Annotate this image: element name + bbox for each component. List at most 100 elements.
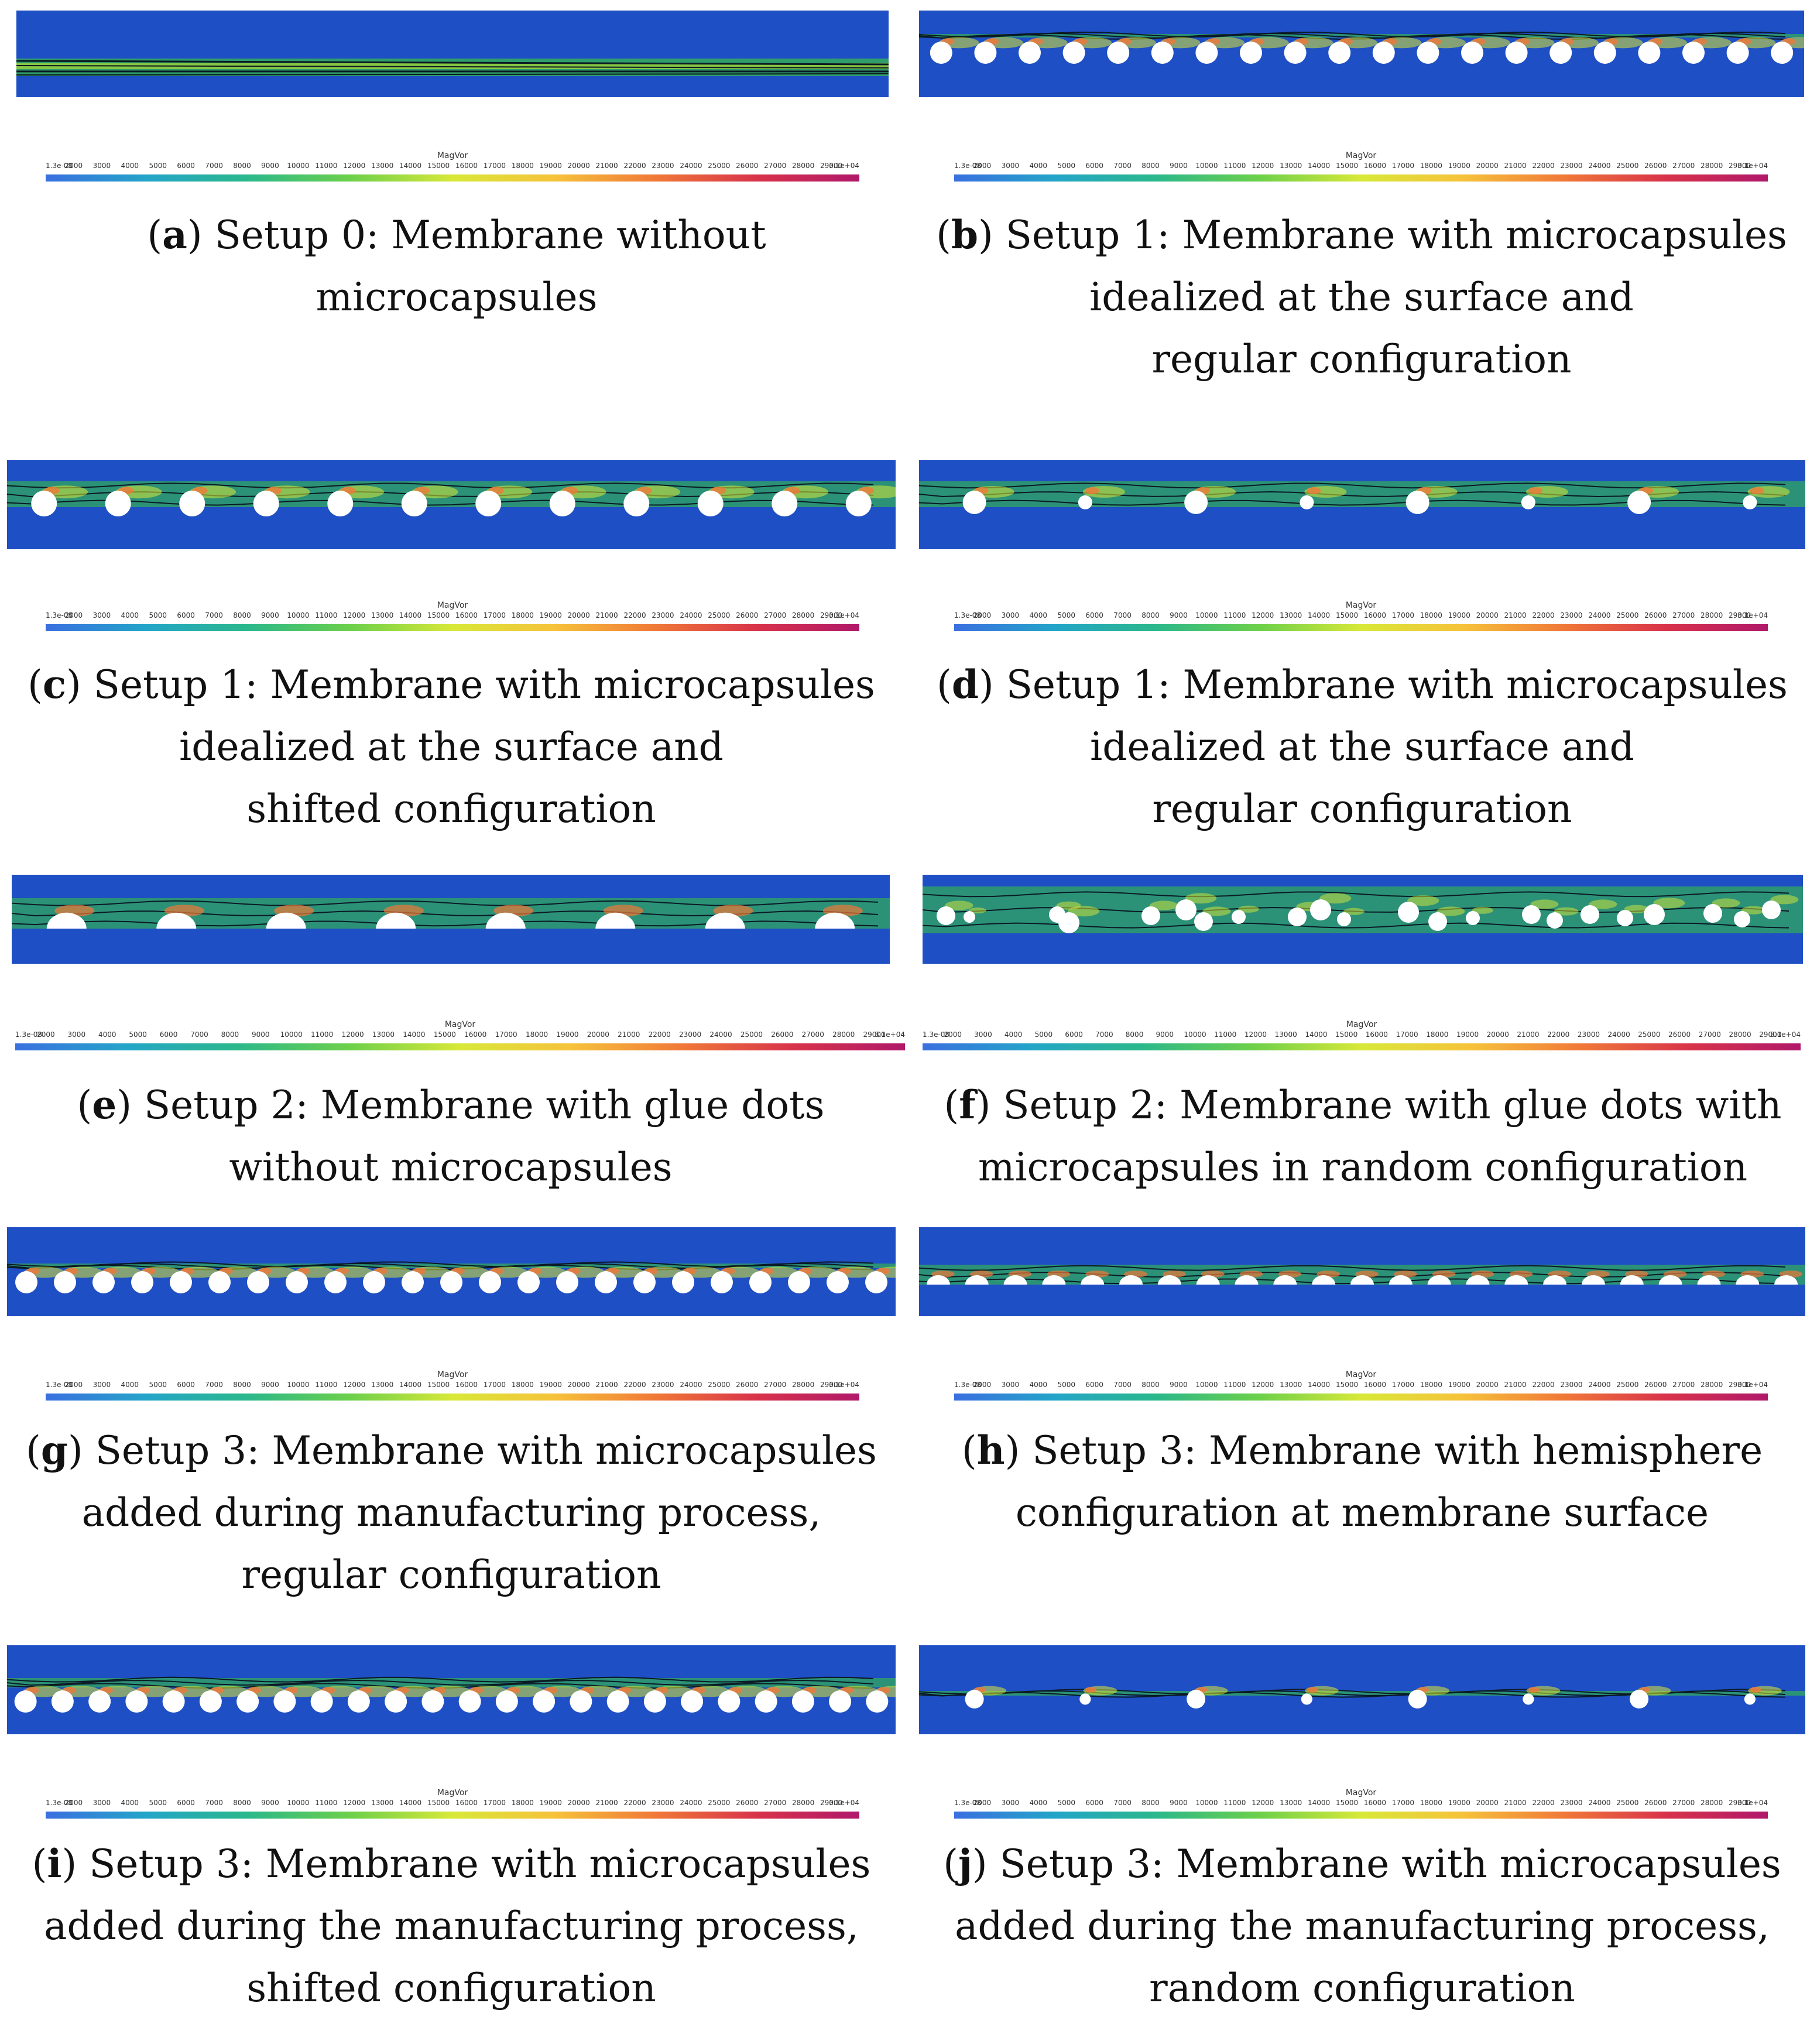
microcapsule — [974, 42, 997, 64]
microcapsule — [1771, 42, 1794, 64]
microcapsule — [131, 1271, 153, 1293]
colorbar-tick-label: 26000 — [1644, 1381, 1667, 1389]
flow-band — [919, 1691, 1805, 1696]
caption-line: (g) Setup 3: Membrane with microcapsules — [26, 1427, 877, 1473]
caption-h: (h) Setup 3: Membrane with hemisphere co… — [919, 1419, 1805, 1544]
colorbar-tick-label: 27000 — [1672, 162, 1695, 170]
colorbar-tick-label: 16000 — [455, 162, 478, 170]
caption-line: added during the manufacturing process, — [955, 1903, 1770, 1949]
colorbar-tick-label: 25000 — [740, 1030, 763, 1039]
colorbar-tick-label: 1.3e-08 — [46, 1381, 73, 1389]
colorbar-tick-label: 18000 — [1420, 611, 1442, 619]
colorbar-tick-label: 9000 — [1156, 1030, 1174, 1039]
colorbar-tick-label: 6000 — [177, 611, 195, 619]
microcapsule — [845, 491, 872, 516]
microcapsule — [286, 1271, 308, 1293]
microcapsule — [711, 1271, 733, 1293]
microcapsule — [1337, 912, 1351, 926]
colorbar-tick-label: 4000 — [1029, 1799, 1048, 1807]
colorbar-tick-label: 19000 — [539, 611, 562, 619]
caption-line: configuration at membrane surface — [1015, 1490, 1709, 1535]
microcapsule — [962, 491, 986, 514]
microcapsule — [1184, 491, 1208, 514]
colorbar-gradient — [46, 1812, 859, 1819]
colorbar-tick-label: 14000 — [403, 1030, 426, 1039]
colorbar-tick-label: 19000 — [539, 1381, 562, 1389]
microcapsule — [937, 906, 955, 925]
colorbar-tick-label: 11000 — [315, 611, 338, 619]
caption-line: idealized at the surface and — [179, 724, 724, 769]
microcapsule — [1195, 42, 1218, 64]
colorbar-tick-label: 22000 — [623, 1381, 646, 1389]
colorbar-tick-label: 5000 — [149, 611, 167, 619]
colorbar-tick-label: 23000 — [652, 1381, 674, 1389]
colorbar-tick-label: 13000 — [1274, 1030, 1297, 1039]
colorbar-tick-label: 24000 — [680, 611, 702, 619]
microcapsule — [1284, 42, 1307, 64]
colorbar-tick-label: 6000 — [177, 1381, 195, 1389]
colorbar-gradient — [954, 1394, 1768, 1401]
colorbar-tick-label: 9000 — [1170, 162, 1188, 170]
wake-highlight — [1589, 899, 1617, 909]
colorbar-tick-label: 3.1e+04 — [1737, 162, 1768, 170]
microcapsule — [88, 1690, 111, 1713]
microcapsule — [1644, 904, 1665, 925]
colorbar-tick-label: 22000 — [1532, 162, 1555, 170]
colorbar-tick-label: 19000 — [539, 1799, 562, 1807]
contour-line — [919, 1265, 1786, 1271]
hemisphere — [1081, 1275, 1105, 1285]
colorbar-tick-label: 13000 — [371, 611, 394, 619]
colorbar-tick-label: 16000 — [1365, 1030, 1388, 1039]
colorbar-tick-label: 29000 — [820, 162, 843, 170]
microcapsule — [1466, 911, 1480, 925]
colorbar-tick-label: 15000 — [427, 1799, 450, 1807]
colorbar-tick-label: 3.1e+04 — [829, 1799, 859, 1807]
colorbar-tick-label: 11000 — [1214, 1030, 1237, 1039]
colorbar-tick-label: 24000 — [1588, 1381, 1611, 1389]
wake-highlight — [945, 901, 973, 910]
microcapsule — [595, 1271, 617, 1293]
colorbar-tick-label: 3000 — [974, 1030, 992, 1039]
hemisphere — [1736, 1275, 1760, 1285]
caption-line: shifted configuration — [246, 1966, 656, 2011]
colorbar-tick-label: 26000 — [736, 1381, 759, 1389]
colorbar-tick-label: 26000 — [1644, 611, 1667, 619]
colorbar-tick-label: 8000 — [1141, 611, 1160, 619]
microcapsule — [495, 1690, 518, 1713]
caption-line: regular configuration — [1152, 786, 1572, 831]
colorbar-tick-label: 21000 — [595, 162, 618, 170]
colorbar-tick-label: 17000 — [483, 162, 506, 170]
hemisphere — [1235, 1275, 1259, 1285]
colorbar-tick-label: 7000 — [190, 1030, 208, 1039]
colorbar-tick-label: 12000 — [1252, 1799, 1274, 1807]
caption-letter: e — [92, 1082, 117, 1128]
microcapsule — [1194, 912, 1213, 931]
colorbar-tick-label: 5000 — [129, 1030, 147, 1039]
colorbar-tick-label: 28000 — [832, 1030, 855, 1039]
colorbar-tick-label: 6000 — [1085, 1381, 1103, 1389]
colorbar-tick-label: 17000 — [483, 1799, 506, 1807]
colorbar-tick-label: 23000 — [1560, 1799, 1583, 1807]
caption-line: added during manufacturing process, — [81, 1490, 821, 1535]
caption-line: microcapsules in random configuration — [978, 1145, 1748, 1190]
colorbar-tick-label: 18000 — [1420, 1799, 1442, 1807]
colorbar-tick-label: 20000 — [1486, 1030, 1509, 1039]
colorbar-tick-label: 4000 — [121, 611, 139, 619]
colorbar-tick-label: 17000 — [1391, 162, 1414, 170]
colorbar-tick-label: 14000 — [1308, 1381, 1331, 1389]
colorbar-tick-label: 21000 — [1504, 611, 1527, 619]
caption-d: (d) Setup 1: Membrane with microcapsules… — [919, 653, 1805, 840]
microcapsule — [772, 491, 798, 516]
colorbar-tick-label: 26000 — [736, 611, 759, 619]
microcapsule — [930, 42, 952, 64]
colorbar-tick-label: 9000 — [1170, 1381, 1188, 1389]
microcapsule — [866, 1690, 889, 1713]
caption-letter: i — [47, 1841, 62, 1886]
colorbar-title: MagVor — [1346, 1020, 1377, 1029]
wake-highlight — [1472, 906, 1493, 914]
colorbar-tick-label: 23000 — [1560, 1381, 1583, 1389]
colorbar-tick-label: 9000 — [252, 1030, 270, 1039]
microcapsule — [788, 1271, 810, 1293]
